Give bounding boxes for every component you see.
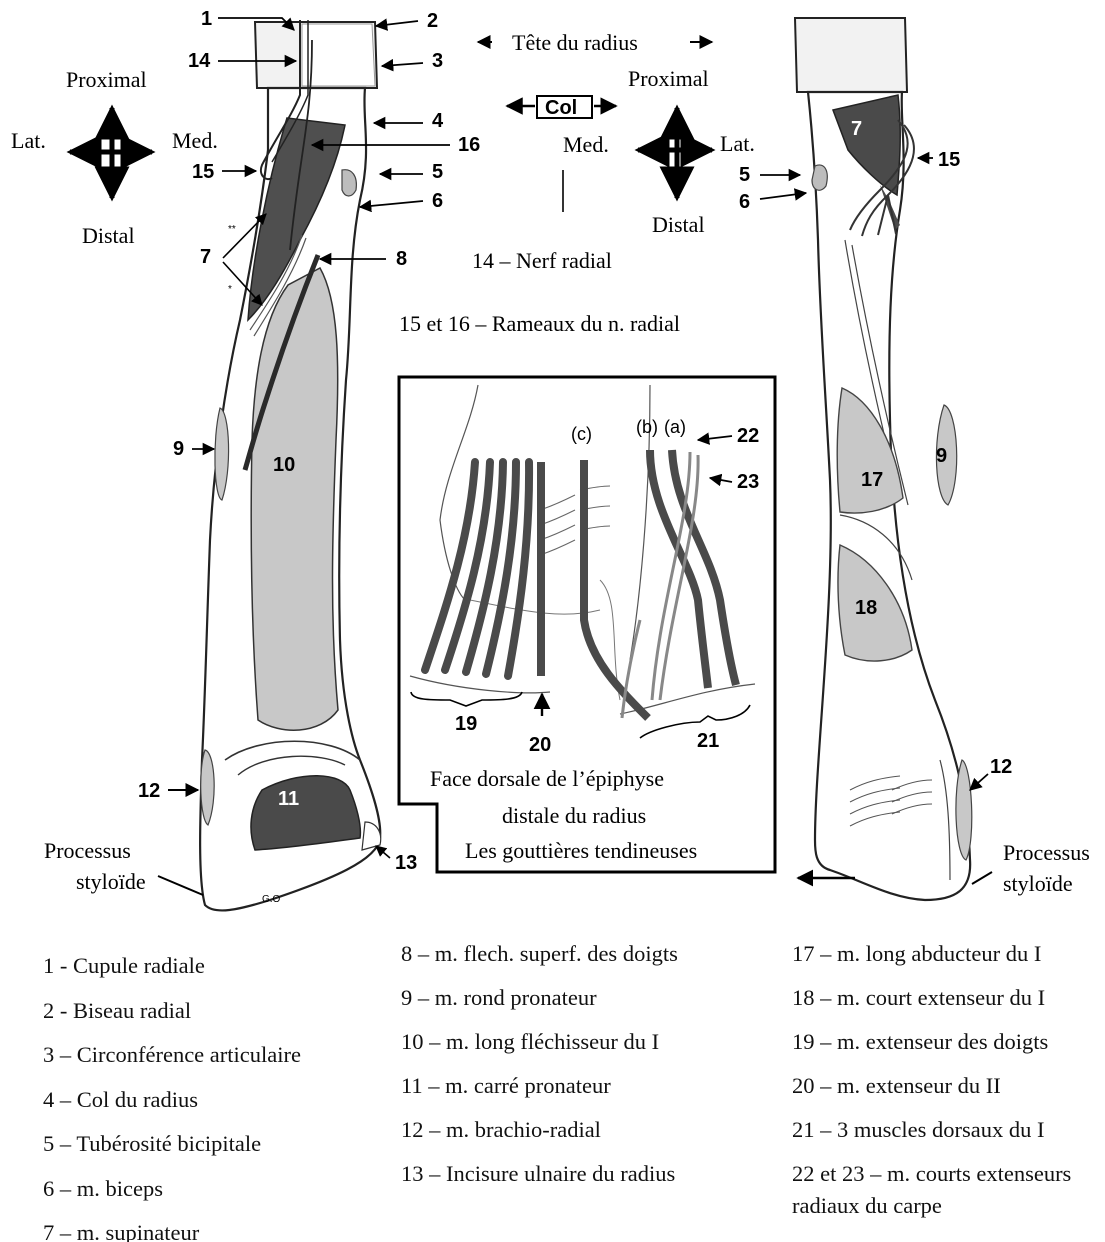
legend-item: 22 et 23 – m. courts extenseurs radiaux …	[792, 1158, 1102, 1222]
marker-4: 4	[432, 110, 444, 132]
legend-item: 5 – Tubérosité bicipitale	[43, 1128, 301, 1160]
styloid-label-left-2: styloïde	[76, 869, 146, 894]
signature: G.O	[262, 894, 281, 905]
groove-a-label: (a)	[664, 417, 686, 437]
legend-item: 2 - Biseau radial	[43, 995, 301, 1027]
marker-3: 3	[432, 50, 443, 72]
marker-right-7: 7	[851, 118, 862, 140]
legend-item: 8 – m. flech. superf. des doigts	[401, 938, 741, 970]
nerve-label: 14 – Nerf radial	[472, 248, 612, 273]
marker-1: 1	[201, 8, 212, 30]
neck-label: Col	[545, 97, 577, 119]
lateral-label-left: Lat.	[11, 128, 46, 153]
legend-column-3: 17 – m. long abducteur du I 18 – m. cour…	[792, 938, 1102, 1234]
marker-star: *	[228, 284, 232, 295]
legend-item: 17 – m. long abducteur du I	[792, 938, 1102, 970]
proximal-label-right: Proximal	[628, 66, 709, 91]
marker-right-9: 9	[936, 445, 947, 467]
legend-column-1: 1 - Cupule radiale 2 - Biseau radial 3 –…	[43, 950, 301, 1242]
legend-item: 20 – m. extenseur du II	[792, 1070, 1102, 1102]
legend-item: 19 – m. extenseur des doigts	[792, 1026, 1102, 1058]
branches-label: 15 et 16 – Rameaux du n. radial	[399, 311, 680, 336]
distal-label-right: Distal	[652, 212, 705, 237]
marker-10: 10	[273, 454, 295, 476]
orientation-cross-left: Proximal Distal Lat. Med.	[11, 67, 218, 248]
marker-double-star: **	[228, 224, 236, 235]
marker-right-5: 5	[739, 164, 750, 186]
marker-16: 16	[458, 134, 480, 156]
legend-column-2: 8 – m. flech. superf. des doigts 9 – m. …	[401, 938, 741, 1202]
head-label: Tête du radius	[512, 30, 638, 55]
legend-item: 12 – m. brachio-radial	[401, 1114, 741, 1146]
marker-11: 11	[278, 788, 299, 810]
lateral-label-right: Lat.	[720, 131, 755, 156]
styloid-label-right-2: styloïde	[1003, 871, 1073, 896]
marker-6: 6	[432, 190, 443, 212]
medial-label-left: Med.	[172, 128, 218, 153]
marker-right-6: 6	[739, 191, 750, 213]
inset-dorsal-epiphysis: 19 20 21 (c) (b) (a) 22 23 Face dorsale …	[399, 377, 775, 872]
legend-item: 9 – m. rond pronateur	[401, 982, 741, 1014]
marker-20: 20	[529, 734, 551, 756]
inset-caption-2: distale du radius	[502, 803, 646, 828]
styloid-label-right-1: Processus	[1003, 840, 1090, 865]
groove-c-label: (c)	[571, 424, 592, 444]
marker-23: 23	[737, 471, 759, 493]
marker-7: 7	[200, 246, 211, 268]
marker-2: 2	[427, 10, 438, 32]
marker-right-17: 17	[861, 469, 883, 491]
radius-diagram: G.O Proximal Distal Lat. Med. 1 2 3 14 4…	[0, 0, 1105, 920]
marker-22: 22	[737, 425, 759, 447]
medial-label-right: Med.	[563, 132, 609, 157]
marker-13: 13	[395, 852, 417, 874]
marker-12: 12	[138, 780, 160, 802]
marker-21: 21	[697, 730, 719, 752]
styloid-label-left-1: Processus	[44, 838, 131, 863]
marker-right-15: 15	[938, 149, 960, 171]
inset-caption-3: Les gouttières tendineuses	[465, 838, 697, 863]
legend-item: 1 - Cupule radiale	[43, 950, 301, 982]
marker-right-18: 18	[855, 597, 877, 619]
legend-item: 4 – Col du radius	[43, 1084, 301, 1116]
groove-b-label: (b)	[636, 417, 658, 437]
marker-right-12: 12	[990, 756, 1012, 778]
legend-item: 11 – m. carré pronateur	[401, 1070, 741, 1102]
orientation-cross-right: Proximal Distal Lat. Med.	[563, 66, 755, 237]
legend-item: 3 – Circonférence articulaire	[43, 1039, 301, 1071]
marker-8: 8	[396, 248, 407, 270]
marker-14: 14	[188, 50, 211, 72]
legend-item: 7 – m. supinateur	[43, 1217, 301, 1242]
marker-19: 19	[455, 713, 477, 735]
marker-5: 5	[432, 161, 443, 183]
proximal-label-left: Proximal	[66, 67, 147, 92]
legend-item: 6 – m. biceps	[43, 1173, 301, 1205]
legend-item: 21 – 3 muscles dorsaux du I	[792, 1114, 1102, 1146]
legend-item: 10 – m. long fléchisseur du I	[401, 1026, 741, 1058]
marker-15: 15	[192, 161, 214, 183]
marker-9: 9	[173, 438, 184, 460]
legend-item: 13 – Incisure ulnaire du radius	[401, 1158, 681, 1190]
inset-caption-1: Face dorsale de l’épiphyse	[430, 766, 664, 791]
legend-item: 18 – m. court extenseur du I	[792, 982, 1102, 1014]
distal-label-left: Distal	[82, 223, 135, 248]
